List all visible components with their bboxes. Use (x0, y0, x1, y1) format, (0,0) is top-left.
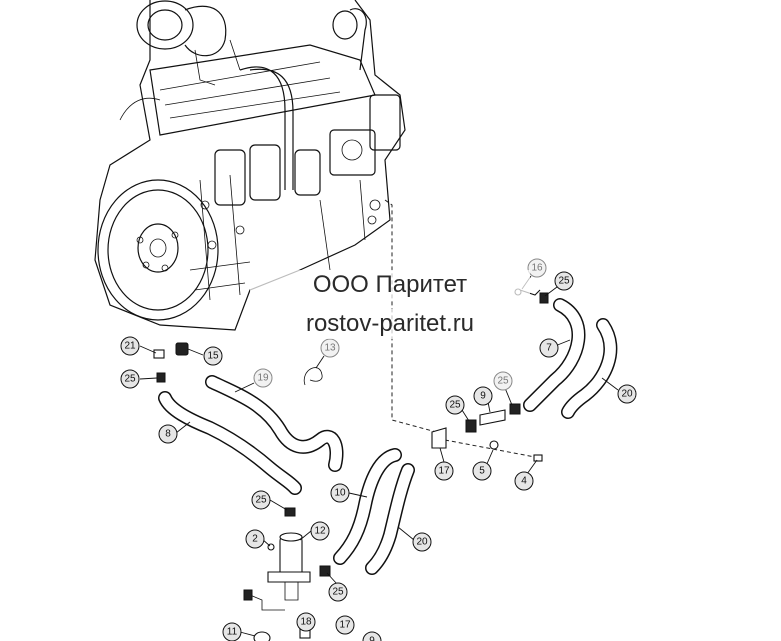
svg-text:25: 25 (497, 376, 509, 387)
callout-5: 5 (472, 461, 492, 481)
hose-19 (205, 375, 344, 472)
callout-9: 9 (473, 386, 493, 406)
callout-8: 8 (158, 424, 178, 444)
hose-10 (333, 448, 402, 565)
hose-20-lower (365, 463, 415, 575)
callout-7: 7 (539, 338, 559, 358)
svg-text:2: 2 (252, 534, 258, 545)
svg-text:20: 20 (416, 537, 428, 548)
hose-20-upper (561, 318, 618, 419)
callout-25: 25 (445, 395, 465, 415)
dashed-connection-line (384, 199, 441, 434)
svg-text:11: 11 (227, 627, 238, 638)
dashed-line-screw (444, 439, 536, 458)
callout-10: 10 (330, 483, 350, 503)
callout-18: 18 (296, 612, 316, 632)
svg-text:25: 25 (255, 495, 267, 506)
svg-text:25: 25 (558, 276, 570, 287)
watermark-url: rostov-paritet.ru (250, 309, 530, 339)
svg-text:17: 17 (438, 466, 450, 477)
callout-25: 25 (493, 371, 513, 391)
callout-17: 17 (335, 615, 355, 635)
svg-text:9: 9 (480, 391, 486, 402)
hose-8 (158, 391, 302, 495)
svg-text:13: 13 (324, 343, 336, 354)
callout-12: 12 (310, 521, 330, 541)
svg-text:12: 12 (314, 526, 326, 537)
svg-text:15: 15 (207, 351, 219, 362)
hose-7 (523, 298, 586, 412)
svg-text:25: 25 (124, 374, 136, 385)
svg-text:16: 16 (531, 263, 543, 274)
engine-drawing (94, 0, 406, 331)
svg-text:25: 25 (449, 400, 461, 411)
callout-19: 19 (253, 368, 273, 388)
svg-text:4: 4 (521, 476, 527, 487)
callout-15: 15 (203, 346, 223, 366)
callout-25: 25 (120, 369, 140, 389)
svg-text:21: 21 (124, 341, 136, 352)
callout-21: 21 (120, 336, 140, 356)
callout-25: 25 (328, 582, 348, 602)
callout-13: 13 (320, 338, 340, 358)
callout-4: 4 (514, 471, 534, 491)
svg-text:20: 20 (621, 389, 633, 400)
svg-text:10: 10 (334, 488, 346, 499)
callout-11: 11 (222, 622, 242, 641)
svg-text:19: 19 (257, 373, 269, 384)
svg-text:18: 18 (300, 617, 312, 628)
callout-25: 25 (554, 271, 574, 291)
svg-text:9: 9 (369, 636, 375, 641)
callout-17: 17 (434, 461, 454, 481)
svg-text:5: 5 (479, 466, 485, 477)
svg-text:7: 7 (546, 343, 552, 354)
svg-text:17: 17 (339, 620, 351, 631)
callout-20: 20 (412, 532, 432, 552)
callout-16: 16 (527, 258, 547, 278)
watermark-company: ООО Паритет (250, 270, 530, 300)
svg-text:25: 25 (332, 587, 344, 598)
svg-text:8: 8 (165, 429, 171, 440)
callout-2: 2 (245, 529, 265, 549)
callout-9: 9 (362, 631, 382, 641)
callout-25: 25 (251, 490, 271, 510)
callout-20: 20 (617, 384, 637, 404)
